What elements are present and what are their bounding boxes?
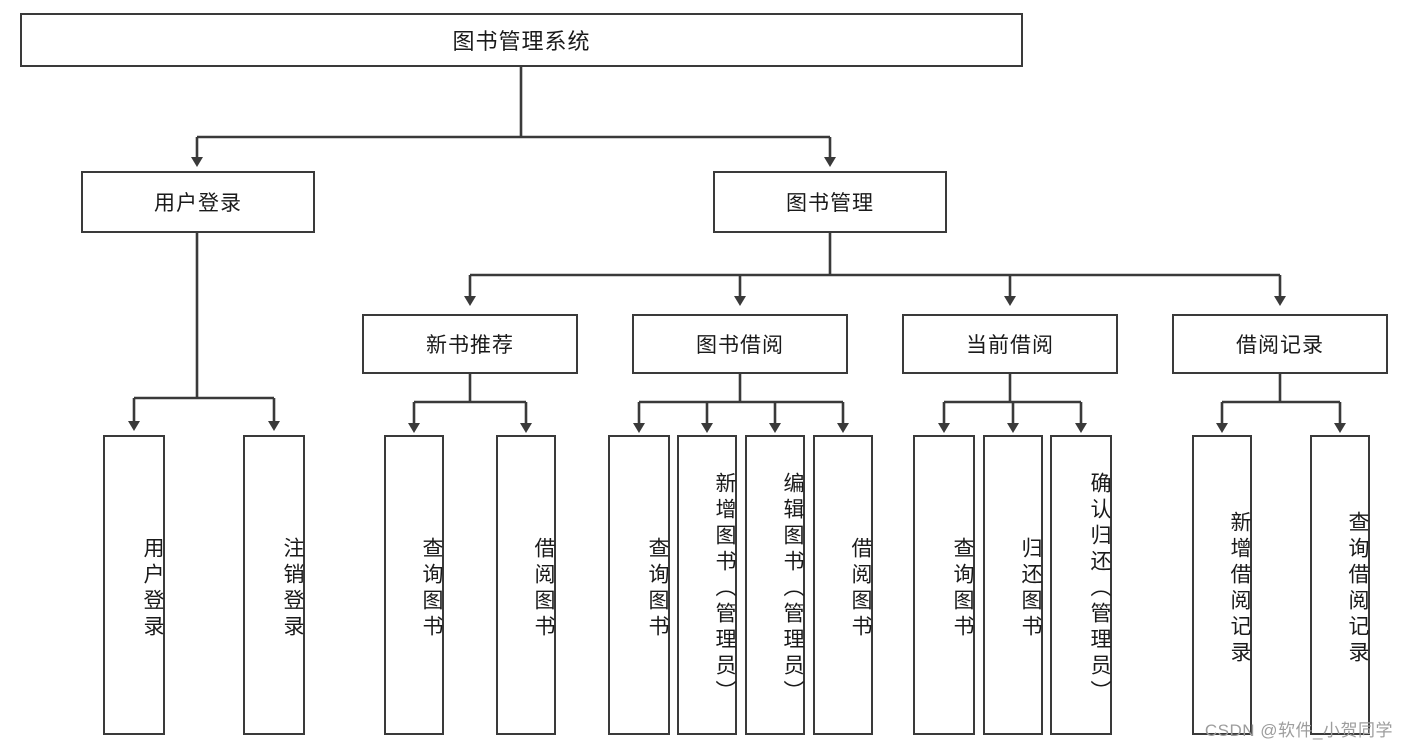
node-label: 查询图书 bbox=[951, 537, 974, 641]
node-label: 用户登录 bbox=[154, 192, 242, 215]
node-label: 新增图书（管理员） bbox=[713, 472, 736, 706]
node-label: 当前借阅 bbox=[966, 334, 1054, 357]
node-label: 确认归还（管理员） bbox=[1088, 472, 1111, 706]
leaf-current-query-book[interactable]: 查询图书 bbox=[913, 435, 975, 735]
node-current-borrow[interactable]: 当前借阅 bbox=[902, 314, 1118, 374]
leaf-borrow-edit-book[interactable]: 编辑图书（管理员） bbox=[745, 435, 805, 735]
node-label: 注销登录 bbox=[281, 537, 304, 641]
leaf-record-add[interactable]: 新增借阅记录 bbox=[1192, 435, 1252, 735]
leaf-user-login-login[interactable]: 用户登录 bbox=[103, 435, 165, 735]
node-label: 图书借阅 bbox=[696, 334, 784, 357]
leaf-borrow-query-book[interactable]: 查询图书 bbox=[608, 435, 670, 735]
node-label: 编辑图书（管理员） bbox=[781, 472, 804, 706]
node-label: 查询图书 bbox=[420, 537, 443, 641]
node-label: 查询借阅记录 bbox=[1346, 511, 1369, 667]
leaf-user-login-logout[interactable]: 注销登录 bbox=[243, 435, 305, 735]
node-label: 图书管理 bbox=[786, 192, 874, 215]
node-root-system[interactable]: 图书管理系统 bbox=[20, 13, 1023, 67]
leaf-borrow-add-book[interactable]: 新增图书（管理员） bbox=[677, 435, 737, 735]
node-label: 新书推荐 bbox=[426, 334, 514, 357]
leaf-new-book-borrow[interactable]: 借阅图书 bbox=[496, 435, 556, 735]
node-label: 用户登录 bbox=[141, 537, 164, 641]
node-label: 图书管理系统 bbox=[452, 29, 591, 54]
node-new-book-recommend[interactable]: 新书推荐 bbox=[362, 314, 578, 374]
node-label: 新增借阅记录 bbox=[1228, 511, 1251, 667]
node-label: 借阅图书 bbox=[532, 537, 555, 641]
leaf-borrow-borrow-book[interactable]: 借阅图书 bbox=[813, 435, 873, 735]
leaf-current-return-book[interactable]: 归还图书 bbox=[983, 435, 1043, 735]
node-book-borrow[interactable]: 图书借阅 bbox=[632, 314, 848, 374]
watermark: CSDN @软件_小贺同学 bbox=[1204, 721, 1393, 740]
leaf-record-query[interactable]: 查询借阅记录 bbox=[1310, 435, 1370, 735]
leaf-current-confirm-return[interactable]: 确认归还（管理员） bbox=[1050, 435, 1112, 735]
node-book-management[interactable]: 图书管理 bbox=[713, 171, 947, 233]
node-label: 借阅图书 bbox=[849, 537, 872, 641]
node-label: 借阅记录 bbox=[1236, 334, 1324, 357]
node-borrow-record[interactable]: 借阅记录 bbox=[1172, 314, 1388, 374]
leaf-new-book-query[interactable]: 查询图书 bbox=[384, 435, 444, 735]
node-label: 查询图书 bbox=[646, 537, 669, 641]
node-label: 归还图书 bbox=[1019, 537, 1042, 641]
node-user-login[interactable]: 用户登录 bbox=[81, 171, 315, 233]
